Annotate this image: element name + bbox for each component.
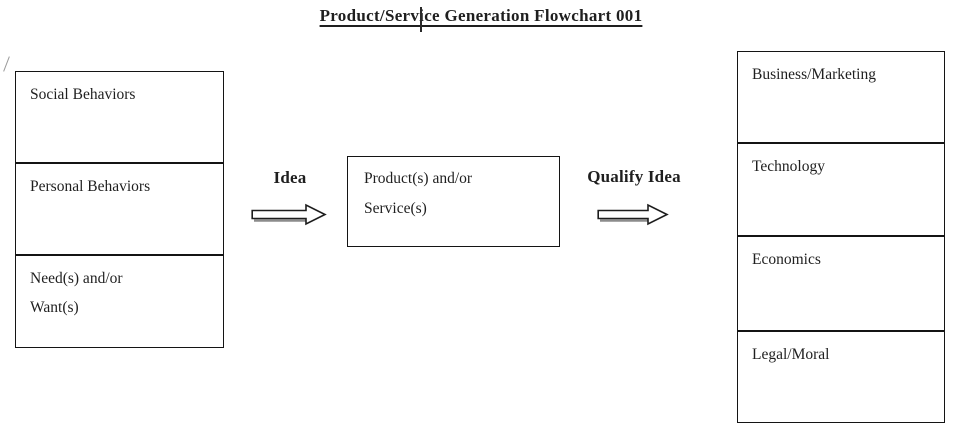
source-cell-needs-wants: Need(s) and/or Want(s): [16, 254, 223, 347]
page-title: Product/Service Generation Flowchart 001: [319, 6, 643, 25]
cell-label: Business/Marketing: [752, 66, 876, 83]
source-stack: Social Behaviors Personal Behaviors Need…: [15, 71, 224, 348]
qualify-step-label: Qualify Idea: [587, 167, 681, 186]
idea-right-arrow-icon: [251, 203, 327, 226]
criteria-cell-legal-moral: Legal/Moral: [738, 330, 944, 422]
title-wrap: Product/Service Generation Flowchart 001: [0, 6, 962, 26]
criteria-cell-technology: Technology: [738, 142, 944, 235]
box-label-line2: Service(s): [364, 200, 427, 217]
criteria-cell-economics: Economics: [738, 235, 944, 330]
cell-label: Technology: [752, 158, 825, 175]
qualify-right-arrow-icon: [597, 203, 669, 226]
cell-label: Economics: [752, 251, 821, 268]
idea-step-label: Idea: [273, 168, 307, 187]
source-cell-social-behaviors: Social Behaviors: [16, 72, 223, 162]
criteria-stack: Business/Marketing Technology Economics …: [737, 51, 945, 423]
cell-label-line2: Want(s): [30, 299, 79, 316]
cell-label: Legal/Moral: [752, 346, 830, 363]
box-label-line1: Product(s) and/or: [364, 170, 473, 187]
criteria-cell-business-marketing: Business/Marketing: [738, 52, 944, 142]
cell-label: Personal Behaviors: [30, 178, 151, 195]
product-service-box: Product(s) and/or Service(s): [347, 156, 560, 247]
scan-stray-mark: [3, 56, 10, 72]
text-caret: [420, 7, 422, 32]
cell-label: Social Behaviors: [30, 86, 136, 103]
cell-label-line1: Need(s) and/or: [30, 270, 123, 287]
source-cell-personal-behaviors: Personal Behaviors: [16, 162, 223, 254]
